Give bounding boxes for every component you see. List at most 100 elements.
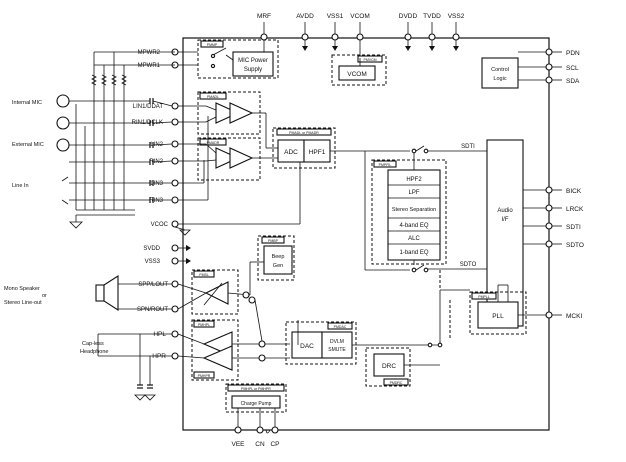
- bottom-pins: VEE CN CP: [231, 408, 280, 448]
- pin-label-sdto: SDTO: [566, 242, 584, 249]
- vcom-block: PMVCM VCOM: [331, 54, 387, 86]
- speaker-label-2: or: [42, 293, 47, 299]
- vcom-label: VCOM: [347, 71, 367, 78]
- ext-label-line-in: Line In: [12, 183, 29, 189]
- pin-label-scl: SCL: [566, 65, 579, 72]
- pin-vss1: [331, 33, 339, 41]
- label-pmhplr: PMHPL or PMHPR: [241, 387, 271, 391]
- pin-label-vss3: VSS3: [145, 259, 161, 265]
- pin-label-hpr: HPR: [152, 353, 166, 360]
- mic-icon: [56, 138, 70, 152]
- speaker-label-1: Mono Speaker: [4, 286, 40, 292]
- label-pmadl: PMADL: [207, 95, 219, 99]
- drc-block: PMDRC DRC: [365, 289, 470, 387]
- pga-blocks: PMADL PMADR: [178, 91, 278, 201]
- pin-mrf: [260, 33, 268, 41]
- label-pmhpl: PMHPL: [198, 323, 210, 327]
- speaker-amp-block: PMSL SPP/LOUT SPN/ROUT: [137, 269, 256, 315]
- drc-label: DRC: [382, 363, 396, 370]
- mic-icon: [56, 116, 70, 130]
- adc-hpf-block: PMADL or PMADR ADC HPF1: [272, 127, 410, 169]
- dsp-stereo-sep: Stereo Separation: [392, 207, 436, 213]
- hpf1-label: HPF1: [309, 149, 326, 156]
- pin-label-vcom: VCOM: [350, 13, 370, 20]
- pin-label-vcoc: VCOC: [151, 222, 169, 228]
- signal-sdti: SDTI: [461, 144, 475, 150]
- pin-label-tvdd: TVDD: [423, 13, 441, 20]
- right-pins-top: PDN SCL SDA: [518, 48, 580, 85]
- pin-vss2: [452, 33, 460, 41]
- pin-label-hpl: HPL: [153, 331, 166, 338]
- pin-label-vss1: VSS1: [327, 13, 344, 20]
- pin-label-cn: CN: [255, 441, 265, 448]
- dsp-4band-eq: 4-band EQ: [399, 223, 428, 229]
- mic-power-block: PMMP MIC Power Supply: [197, 39, 279, 79]
- pin-label-spp: SPP/LOUT: [138, 282, 168, 288]
- headphone-label-1: Cap-less: [82, 341, 104, 347]
- pin-label-lin3: LIN3: [150, 181, 163, 187]
- pin-label-pdn: PDN: [566, 50, 580, 57]
- label-pmhpr: PMHPR: [198, 374, 211, 378]
- pin-tvdd: [428, 33, 436, 41]
- beep-line2: Gen: [273, 263, 283, 269]
- external-inputs: Internal MIC External MIC Line In: [12, 51, 191, 236]
- chip-outline: [182, 37, 550, 431]
- pin-vcom: [356, 33, 364, 41]
- pll-label: PLL: [492, 313, 504, 320]
- pin-label-sdti: SDTI: [566, 224, 581, 231]
- dsp-lpf: LPF: [408, 190, 419, 196]
- power-pins: SVDD VSS3: [143, 244, 191, 265]
- audio-if-line2: I/F: [502, 217, 509, 223]
- pin-label-rin3: RIN3: [149, 198, 163, 204]
- pin-dvdd: [404, 33, 412, 41]
- pll-block: PMPLL PLL MCKI: [469, 284, 582, 335]
- dsp-alc: ALC: [408, 236, 420, 242]
- pin-label-vss2: VSS2: [448, 13, 465, 20]
- charge-pump-label: Charge Pump: [241, 401, 272, 407]
- label-pmsl: PMSL: [199, 273, 209, 277]
- dsp-chain-block: PMPFIL HPF2 LPF Stereo Separation 4-band…: [364, 151, 447, 271]
- label-pmmp: PMMP: [207, 43, 218, 47]
- signal-sdto: SDTO: [460, 262, 477, 268]
- mic-power-line1: MIC Power: [238, 58, 268, 64]
- label-pmbp: PMBP: [268, 239, 279, 243]
- adc-label: ADC: [284, 149, 298, 156]
- label-pmadr: PMADR: [207, 141, 220, 145]
- pin-label-dvdd: DVDD: [399, 13, 418, 20]
- pin-avdd: [301, 33, 309, 41]
- control-logic-block: Control Logic: [481, 57, 519, 89]
- label-pmvcm: PMVCM: [363, 58, 376, 62]
- control-logic-line2: Logic: [493, 76, 506, 82]
- pin-label-mcki: MCKI: [566, 313, 582, 320]
- speaker-icon: [95, 274, 172, 312]
- label-pmadlr: PMADL or PMADR: [289, 131, 319, 135]
- label-pmdac: PMDAC: [334, 325, 347, 329]
- dvol-line1: DVLM: [330, 339, 344, 345]
- dac-label: DAC: [300, 343, 314, 350]
- amp-icon: [215, 147, 240, 169]
- pin-label-mpwr1: MPWR1: [138, 63, 161, 69]
- amp-icon: [204, 281, 229, 305]
- pin-label-svdd: SVDD: [143, 246, 160, 252]
- beep-block: PMBP Beep Gen: [249, 235, 295, 295]
- pin-label-avdd: AVDD: [296, 13, 314, 20]
- label-pmpll: PMPLL: [478, 295, 490, 299]
- pin-label-mrf: MRF: [257, 13, 271, 20]
- pin-label-vee: VEE: [231, 441, 245, 448]
- dvol-line2: SMUTE: [328, 347, 346, 353]
- audio-if-line1: Audio: [497, 208, 513, 214]
- ext-label-internal-mic: Internal MIC: [12, 100, 42, 106]
- pin-label-bick: BICK: [566, 188, 582, 195]
- dsp-hpf2: HPF2: [406, 177, 422, 183]
- pin-label-mpwr2: MPWR2: [138, 50, 161, 56]
- beep-line1: Beep: [272, 254, 285, 260]
- top-pins: MRF AVDD VSS1 VCOM DVDD TVDD VSS2: [257, 13, 465, 58]
- amp-icon: [229, 102, 254, 124]
- mic-power-line2: Supply: [244, 67, 262, 73]
- pin-label-cp: CP: [270, 441, 279, 448]
- dsp-1band-eq: 1-band EQ: [399, 250, 428, 256]
- amp-icon: [229, 147, 254, 169]
- label-pmpfil: PMPFIL: [379, 163, 392, 167]
